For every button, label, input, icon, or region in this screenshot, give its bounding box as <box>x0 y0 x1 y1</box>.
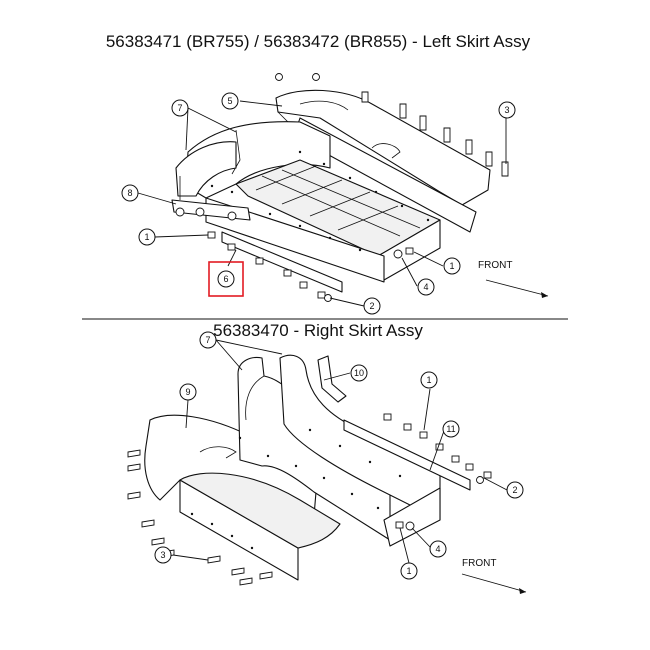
svg-text:6: 6 <box>223 274 228 284</box>
right-skirt-leaders <box>172 339 508 564</box>
callout-left-1b: 1 <box>443 257 461 275</box>
callout-right-2: 2 <box>506 481 524 499</box>
svg-text:3: 3 <box>504 105 509 115</box>
callout-left-4: 4 <box>417 278 435 296</box>
svg-text:10: 10 <box>354 368 364 378</box>
highlight-box <box>208 261 244 297</box>
callout-right-11: 11 <box>442 420 460 438</box>
callout-right-1a: 1 <box>420 371 438 389</box>
callout-right-10: 10 <box>350 364 368 382</box>
svg-text:1: 1 <box>144 232 149 242</box>
front-label-top: FRONT <box>478 260 512 271</box>
svg-text:5: 5 <box>227 96 232 106</box>
right-skirt-drawing <box>127 354 527 594</box>
svg-text:4: 4 <box>435 544 440 554</box>
callout-left-6: 6 <box>208 261 244 297</box>
left-skirt-title: 56383471 (BR755) / 56383472 (BR855) - Le… <box>106 32 531 51</box>
callout-right-3: 3 <box>154 546 172 564</box>
right-skirt-title: 56383470 - Right Skirt Assy <box>213 321 423 340</box>
callout-right-1b: 1 <box>400 562 418 580</box>
svg-text:1: 1 <box>406 566 411 576</box>
svg-text:11: 11 <box>446 424 455 434</box>
svg-text:9: 9 <box>185 387 190 397</box>
callout-left-5: 5 <box>221 92 239 110</box>
svg-text:8: 8 <box>127 188 132 198</box>
callout-right-9: 9 <box>179 383 197 401</box>
callout-left-8: 8 <box>121 184 139 202</box>
svg-text:7: 7 <box>177 103 182 113</box>
callout-left-1a: 1 <box>138 228 156 246</box>
callout-right-4: 4 <box>429 540 447 558</box>
callout-left-2: 2 <box>363 297 381 315</box>
left-skirt-leaders <box>137 100 507 307</box>
callout-right-7: 7 <box>199 331 217 349</box>
svg-text:1: 1 <box>426 375 431 385</box>
svg-text:3: 3 <box>160 550 165 560</box>
callout-left-7: 7 <box>171 99 189 117</box>
front-label-bottom: FRONT <box>462 558 496 569</box>
callout-left-3: 3 <box>498 101 516 119</box>
svg-text:1: 1 <box>449 261 454 271</box>
left-skirt-drawing <box>171 73 549 302</box>
svg-text:7: 7 <box>205 335 210 345</box>
svg-text:2: 2 <box>369 301 374 311</box>
svg-text:2: 2 <box>512 485 517 495</box>
svg-text:4: 4 <box>423 282 428 292</box>
